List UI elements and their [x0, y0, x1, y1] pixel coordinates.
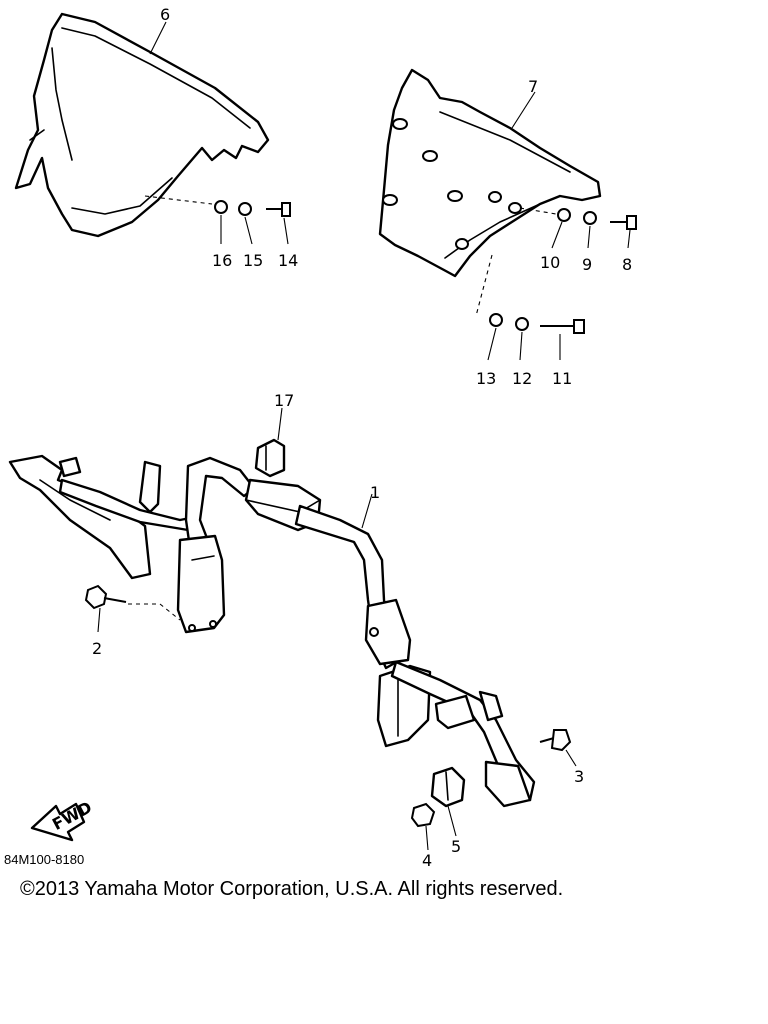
hardware-8-9-10	[519, 207, 637, 230]
callout-4: 4	[422, 851, 432, 870]
callout-6: 6	[160, 5, 170, 24]
callout-17: 17	[274, 391, 294, 410]
callout-14: 14	[278, 251, 298, 270]
part-5-clamp	[430, 766, 466, 808]
part-3-bolt	[539, 729, 572, 752]
callout-12: 12	[512, 369, 532, 388]
forward-arrow-icon: FWD	[30, 798, 95, 842]
callout-13: 13	[476, 369, 496, 388]
callout-3: 3	[574, 767, 584, 786]
callout-2: 2	[92, 639, 102, 658]
callout-5: 5	[451, 837, 461, 856]
callout-10: 10	[540, 253, 560, 272]
callout-11: 11	[552, 369, 572, 388]
callout-8: 8	[622, 255, 632, 274]
part-4-nut	[410, 802, 436, 828]
copyright-notice: ©2013 Yamaha Motor Corporation, U.S.A. A…	[20, 878, 564, 900]
callout-15: 15	[243, 251, 263, 270]
callout-16: 16	[212, 251, 232, 270]
callout-7: 7	[528, 77, 538, 96]
part-17-cushion	[254, 438, 286, 478]
reference-code: 84M100-8180	[4, 852, 85, 867]
hardware-11-12-13	[475, 254, 585, 334]
hardware-14-15-16	[144, 195, 291, 217]
callout-leaders	[97, 21, 631, 851]
callout-9: 9	[582, 255, 592, 274]
part-1-stay-frame	[8, 454, 536, 808]
part-7-side-cover	[378, 68, 602, 278]
part-2-bolt	[84, 584, 181, 621]
part-6-cowl-cover	[14, 12, 270, 238]
callout-1: 1	[370, 483, 380, 502]
